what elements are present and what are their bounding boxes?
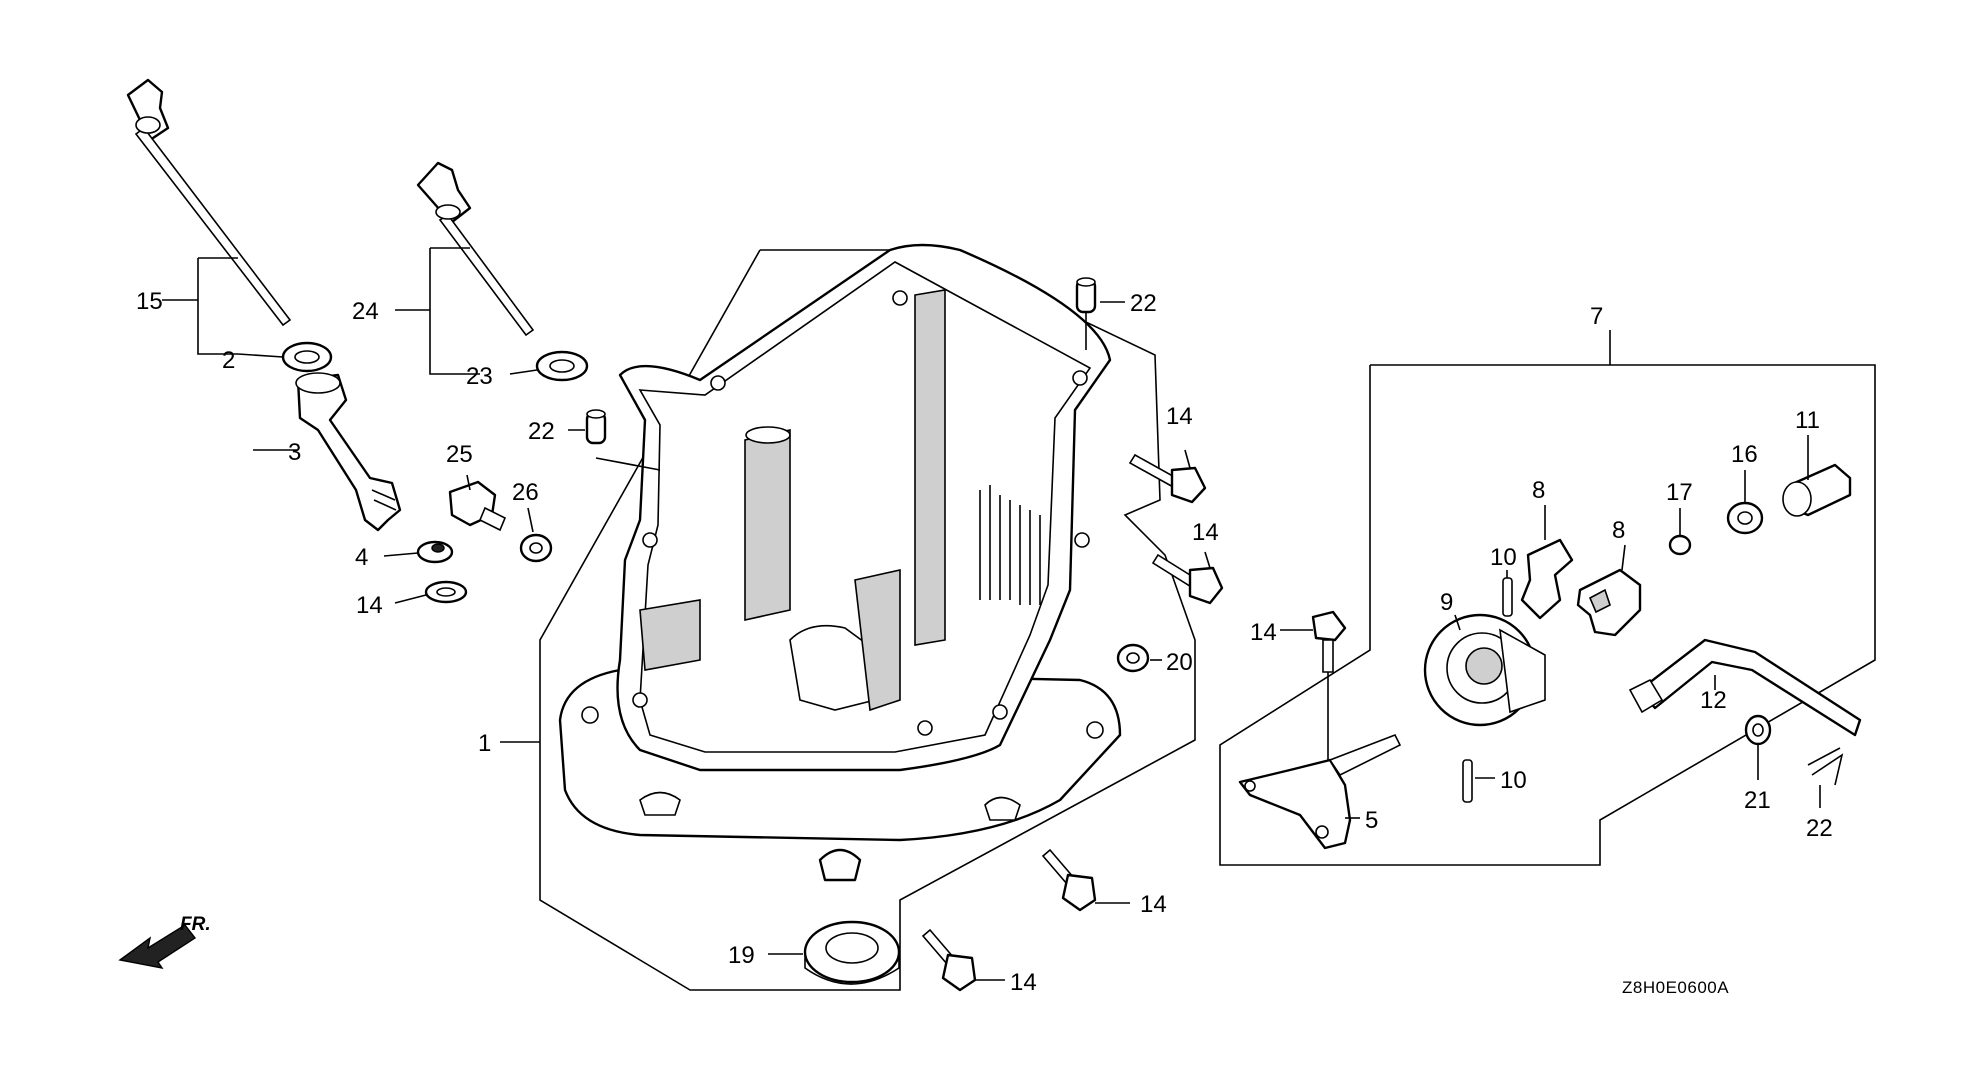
crankcase-cover-part	[558, 243, 1122, 882]
pin-part-10a	[1502, 577, 1513, 617]
front-arrow-label: FR.	[180, 914, 211, 935]
clamp-part-4	[416, 540, 454, 564]
drawing-code: Z8H0E0600A	[1622, 978, 1729, 997]
callout-17: 19	[728, 942, 755, 969]
bolt-part-13	[1311, 610, 1347, 673]
callout-11: 11	[1795, 407, 1820, 434]
flange-bolt-part-14c	[1041, 848, 1097, 912]
callout-14b: 14	[1192, 519, 1219, 546]
callout-20: 21	[1744, 787, 1771, 814]
callout-10a: 10	[1490, 544, 1517, 571]
washer-part-20	[1744, 714, 1772, 746]
callout-12: 12	[1700, 687, 1727, 714]
callout-1: 1	[478, 730, 491, 757]
governor-weight-part-8b	[1576, 568, 1642, 637]
washer-part-15	[1726, 501, 1764, 535]
callout-13: 14	[1250, 619, 1277, 646]
dowel-pin-part-22b	[1075, 277, 1097, 314]
governor-weight-part-8a	[1520, 538, 1574, 620]
dipstick-short-part	[416, 161, 535, 337]
callout-3: 3	[288, 439, 301, 466]
clip-part-16	[1668, 534, 1692, 556]
governor-slider-part	[1782, 463, 1852, 517]
callout-9: 9	[1440, 589, 1453, 616]
callout-15: 16	[1731, 441, 1758, 468]
dipstick-long-part	[126, 78, 292, 327]
washer-part-26	[519, 533, 553, 563]
plug-part-18	[1116, 643, 1150, 673]
drain-bolt-part	[448, 480, 507, 532]
dowel-pin-part-22a	[585, 409, 607, 445]
callout-7: 7	[1590, 303, 1603, 330]
callout-2: 2	[222, 347, 235, 374]
callout-16: 17	[1666, 479, 1693, 506]
front-direction-arrow-icon: FR.	[118, 914, 211, 969]
flange-bolt-part-14d	[921, 928, 977, 992]
callout-24: 24	[352, 298, 379, 325]
callout-8b: 8	[1612, 517, 1625, 544]
callout-22a: 22	[528, 418, 555, 445]
leader-lines	[162, 247, 1821, 981]
callout-22b: 22	[1130, 290, 1157, 317]
flange-bolt-part-14b	[1151, 553, 1224, 605]
o-ring-part-23	[535, 350, 589, 382]
callout-19: 14	[356, 592, 383, 619]
callout-8a: 8	[1532, 477, 1545, 504]
callout-5: 15	[136, 288, 163, 315]
o-ring-part-2	[281, 341, 333, 373]
callout-14a: 14	[1166, 403, 1193, 430]
governor-holder-part	[1238, 733, 1402, 850]
callout-26: 26	[512, 479, 539, 506]
callout-14c: 14	[1140, 891, 1167, 918]
washer-part-19	[424, 580, 468, 604]
governor-gear-part	[1423, 613, 1546, 727]
flange-bolt-part-14a	[1128, 453, 1207, 504]
callout-14d: 14	[1010, 969, 1037, 996]
callout-labels: 15 2 3 4 14 25 26 24 23 22 22 1 14 14 14…	[136, 288, 1833, 996]
governor-arm-part	[1628, 638, 1862, 737]
callout-23: 23	[466, 363, 493, 390]
callout-6: 5	[1365, 807, 1378, 834]
assembly-frame-governor	[1219, 330, 1876, 866]
callout-25: 25	[446, 441, 473, 468]
clip-part-21	[1807, 747, 1844, 786]
pin-part-10b	[1462, 759, 1473, 803]
callout-21: 22	[1806, 815, 1833, 842]
oil-seal-part	[803, 920, 901, 985]
oil-filler-neck-part	[295, 372, 402, 532]
callout-4: 4	[355, 544, 368, 571]
callout-18: 20	[1166, 649, 1193, 676]
callout-10b: 10	[1500, 767, 1527, 794]
